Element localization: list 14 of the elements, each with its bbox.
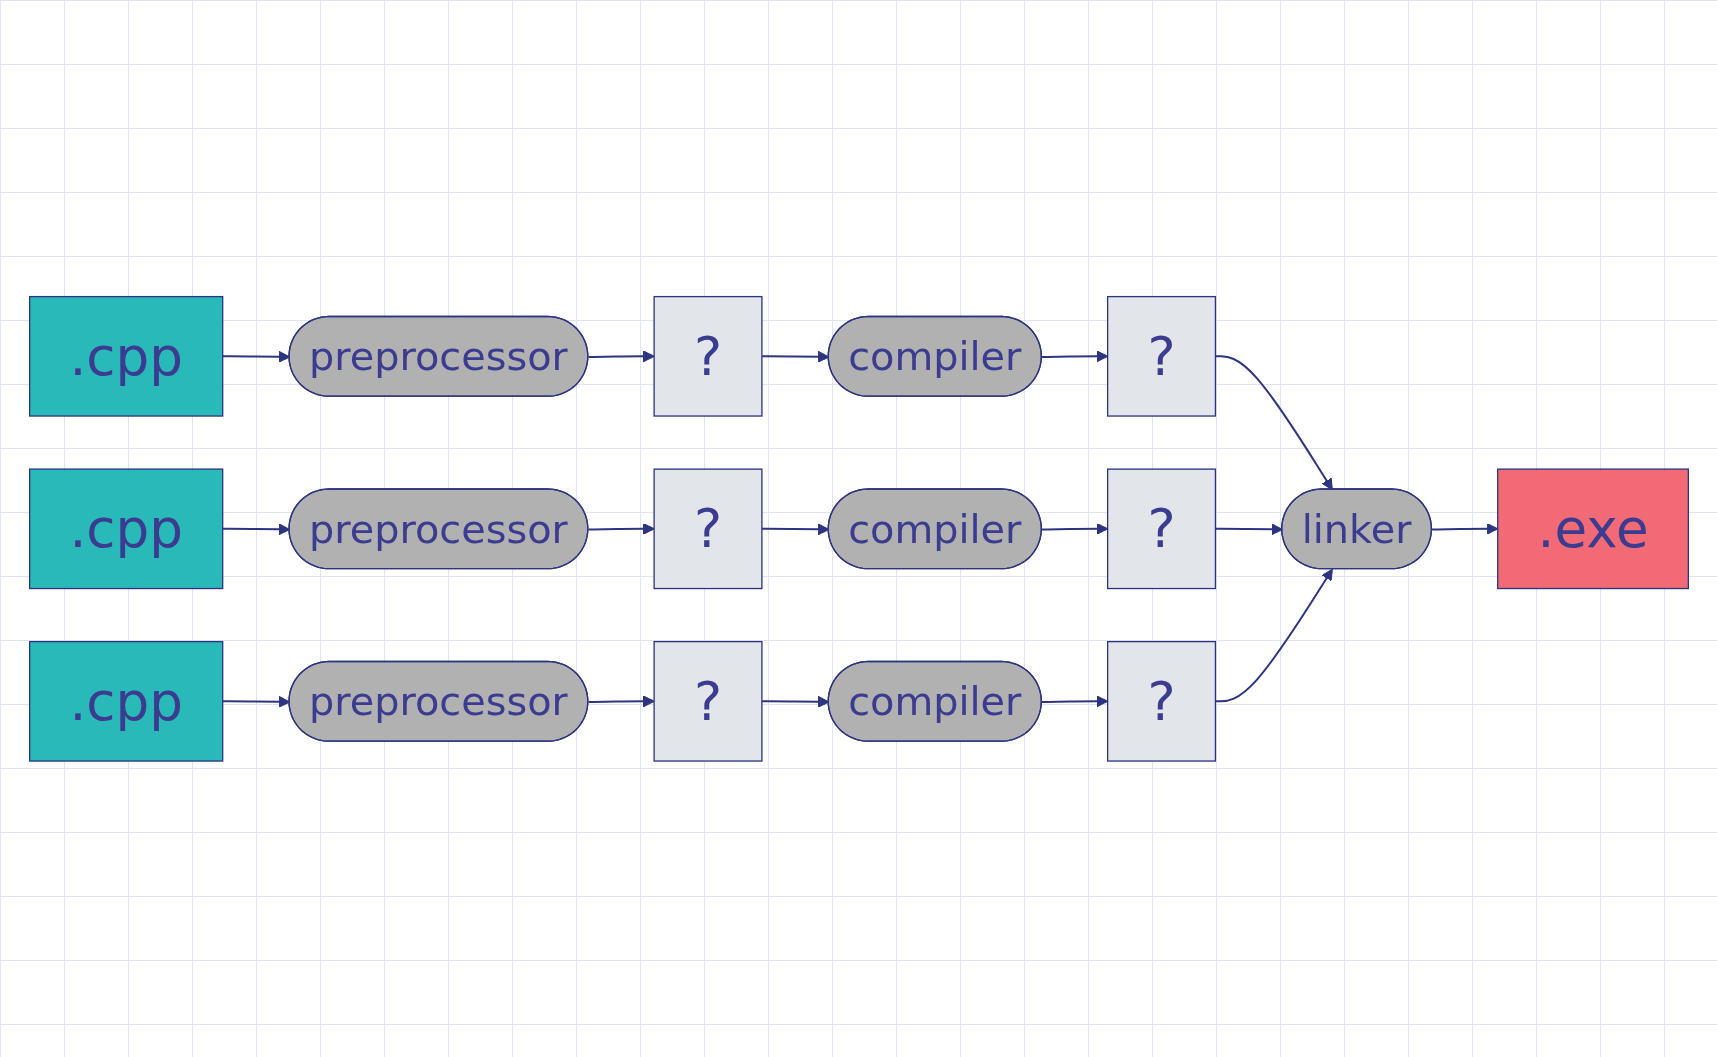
node-box: ? bbox=[1106, 640, 1216, 762]
arrow bbox=[1040, 522, 1108, 535]
arrow bbox=[1040, 695, 1108, 707]
node-box: ? bbox=[652, 295, 763, 417]
node-box: .exe bbox=[1496, 468, 1689, 589]
arrow bbox=[1040, 350, 1108, 362]
arrow bbox=[1430, 522, 1498, 535]
node-box: ? bbox=[1106, 468, 1216, 589]
node-box: .cpp bbox=[28, 640, 223, 762]
node-box: ? bbox=[1106, 295, 1216, 417]
node-box: .cpp bbox=[28, 295, 223, 417]
node-box: .cpp bbox=[28, 468, 223, 589]
node-box: ? bbox=[652, 640, 763, 762]
node-box: ? bbox=[652, 468, 763, 589]
